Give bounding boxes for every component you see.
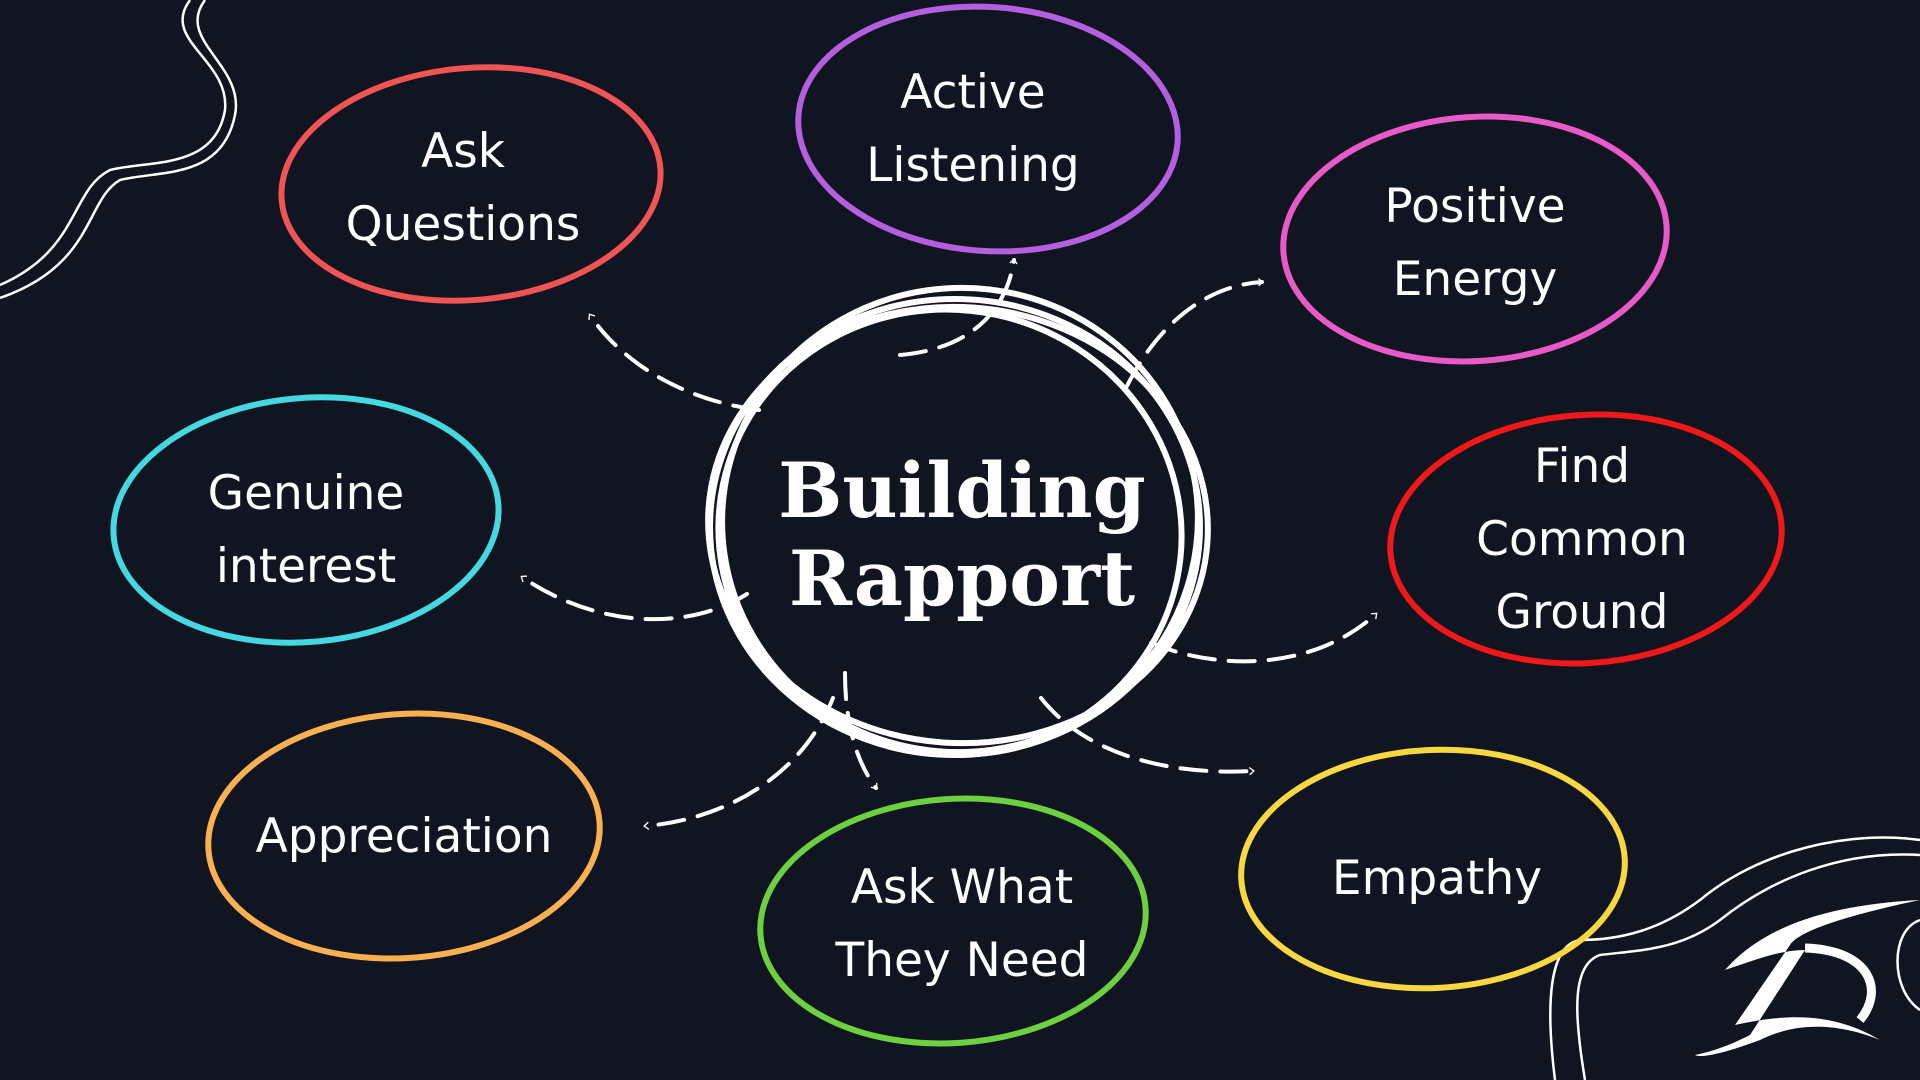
node-label: Genuine [208, 466, 405, 521]
node-label: Listening [866, 138, 1080, 193]
arrow-to-genuine-interest [520, 575, 749, 622]
arrow-to-positive-energy [1125, 278, 1264, 388]
title-line-1: Building [778, 446, 1146, 535]
node-label: Energy [1393, 252, 1558, 307]
node-label: Find [1534, 439, 1630, 494]
logo-icon [1695, 900, 1920, 1057]
decorative-swirl-top-left [0, 0, 238, 300]
node-label: Active [900, 65, 1045, 120]
node-label: Ask [421, 124, 506, 179]
node-ask-what-they-need: Ask What They Need [757, 795, 1149, 1047]
arrow-to-active-listening [898, 258, 1018, 357]
arrow-to-find-common-ground [1149, 612, 1378, 664]
decorative-swirl-bottom-right [1549, 836, 1920, 1080]
arrow-to-empathy [1039, 696, 1255, 776]
node-label: interest [216, 539, 396, 594]
node-label: Empathy [1332, 851, 1542, 906]
arrow-to-appreciation [643, 696, 835, 830]
node-appreciation: Appreciation [205, 710, 603, 962]
node-label: Ask What [851, 860, 1073, 915]
node-ask-questions: Ask Questions [278, 64, 664, 304]
connector-arrows [520, 258, 1378, 830]
arrow-to-ask-what-they-need [843, 671, 878, 790]
arrow-to-ask-questions [588, 313, 761, 412]
node-positive-energy: Positive Energy [1280, 113, 1670, 365]
center-scribble-circle [705, 284, 1211, 758]
node-label: Common [1476, 512, 1688, 567]
node-active-listening: Active Listening [795, 3, 1181, 255]
node-find-common-ground: Find Common Ground [1387, 411, 1785, 667]
node-genuine-interest: Genuine interest [110, 394, 502, 646]
node-label: Positive [1384, 179, 1565, 234]
node-label: They Need [835, 933, 1089, 988]
title-line-2: Rapport [789, 534, 1135, 623]
node-label: Appreciation [256, 809, 553, 864]
node-label: Questions [346, 197, 581, 252]
node-empathy: Empathy [1238, 746, 1628, 992]
node-label: Ground [1496, 585, 1669, 640]
